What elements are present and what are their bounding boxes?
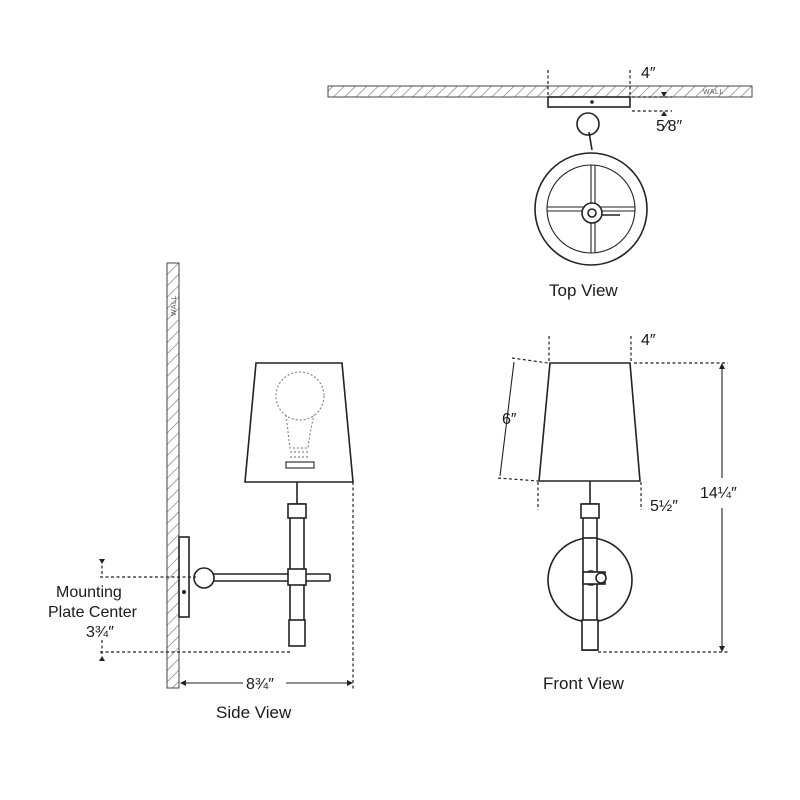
side-wall — [166, 262, 180, 689]
front-view-label: Front View — [543, 674, 625, 693]
top-depth-label: 5⁄8″ — [656, 118, 682, 135]
side-stem-joint — [287, 568, 307, 586]
front-joint-screw — [595, 572, 607, 584]
top-arm — [588, 131, 593, 151]
top-plate-screw-icon — [590, 100, 594, 104]
side-shade — [244, 362, 354, 483]
side-stem-base — [288, 619, 306, 647]
side-bulb-icon — [275, 371, 325, 469]
front-view: 4″ 6″ 5½″ 14¼″ Front View — [497, 332, 737, 693]
front-shade — [538, 362, 641, 482]
front-total-arrow-top — [719, 363, 725, 369]
side-mount-value: 3¾″ — [86, 624, 114, 641]
front-top-label: 4″ — [641, 332, 656, 349]
side-mount-label-2: Plate Center — [48, 604, 138, 621]
front-stem-base — [581, 619, 599, 651]
side-knuckle — [193, 567, 215, 589]
side-view-label: Side View — [216, 703, 292, 722]
top-view-label: Top View — [549, 281, 618, 300]
top-mounting-plate — [547, 96, 631, 108]
side-ext-label: 8¾″ — [246, 676, 274, 693]
front-total-label: 14¼″ — [700, 485, 737, 502]
front-height-ext-bottom — [497, 477, 539, 482]
top-wall — [327, 85, 753, 98]
side-plate-screw-icon — [182, 590, 186, 594]
front-height-line — [499, 361, 515, 477]
side-stem-collar-top — [287, 503, 307, 519]
top-depth-arrow-down — [661, 111, 667, 116]
top-depth-arrow-up — [661, 92, 667, 97]
side-ext-arrow-left — [180, 680, 186, 686]
front-height-ext-top — [511, 357, 549, 364]
front-bottom-label: 5½″ — [650, 498, 678, 515]
top-wall-label: WALL — [703, 89, 724, 96]
side-mount-arrow-bottom — [99, 656, 105, 661]
top-socket-center — [587, 208, 597, 218]
front-stem-collar — [580, 503, 600, 519]
front-total-arrow-bottom — [719, 646, 725, 652]
top-width-label: 4″ — [641, 65, 656, 82]
side-wall-label: WALL — [171, 295, 178, 316]
side-view: WALL 8¾″ — [48, 262, 354, 722]
top-knuckle — [576, 112, 600, 136]
side-mount-label-1: Mounting — [56, 584, 122, 601]
front-height-label: 6″ — [502, 411, 517, 428]
side-ext-arrow-right — [347, 680, 353, 686]
top-view: WALL 4″ 5⁄8″ Top View — [327, 65, 753, 300]
